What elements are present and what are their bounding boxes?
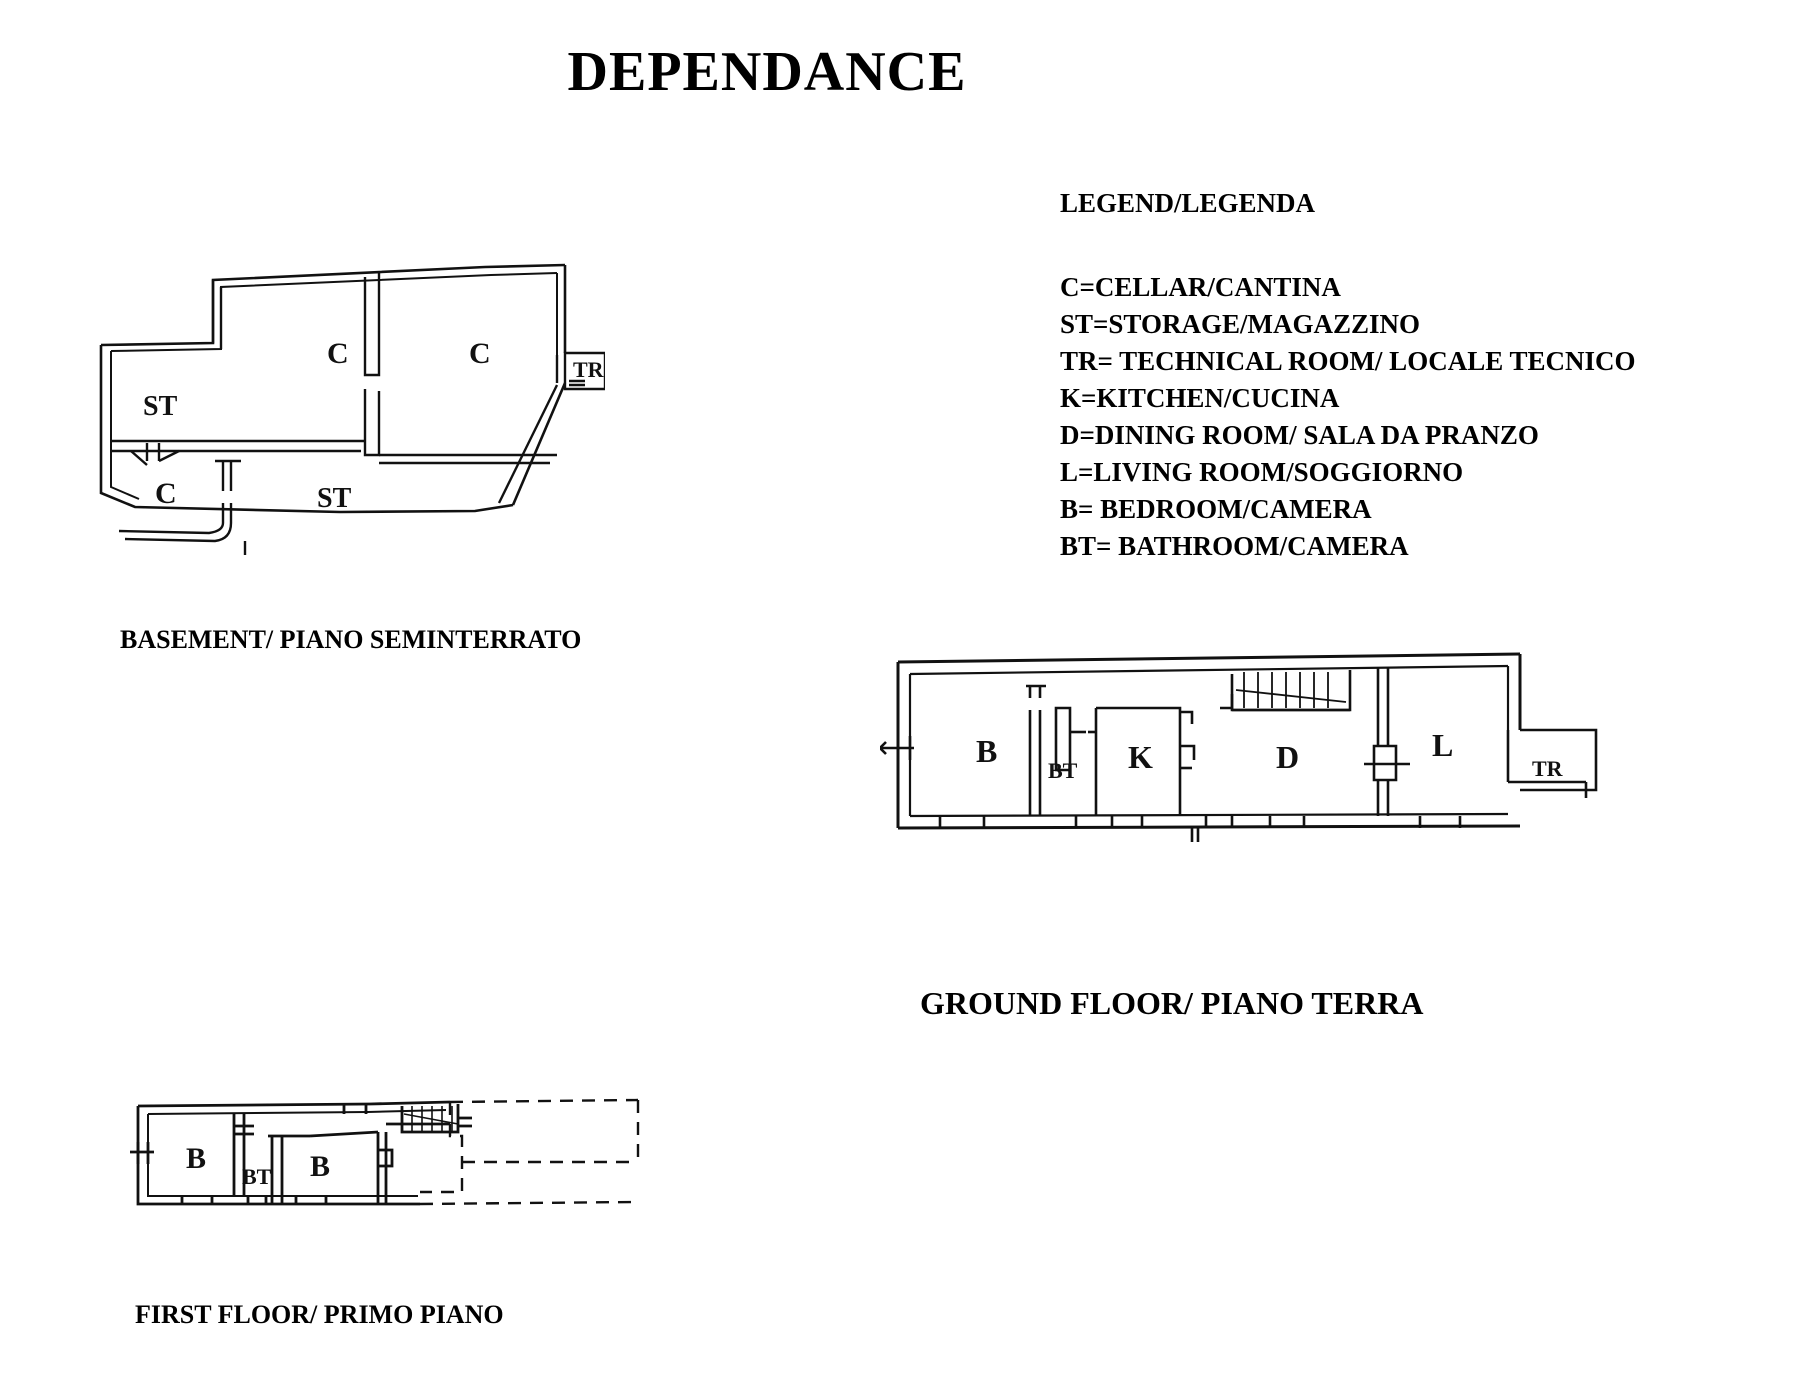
legend-item-bathroom: BT= BATHROOM/CAMERA xyxy=(1060,531,1409,561)
ground-label-b: B xyxy=(976,733,997,769)
first-plan-drawing: B BT B xyxy=(130,1098,640,1206)
ground-label-d: D xyxy=(1276,739,1299,775)
ground-floorplan: B BT K D L TR xyxy=(880,650,1600,860)
first-floorplan: B BT B xyxy=(130,1080,650,1230)
basement-label-c-upper-left: C xyxy=(327,337,349,370)
basement-floorplan: C C ST C ST TR xyxy=(95,255,605,565)
legend-item-technical: TR= TECHNICAL ROOM/ LOCALE TECNICO xyxy=(1060,346,1636,376)
legend-heading: LEGEND/LEGENDA xyxy=(1060,188,1316,218)
basement-label-c-lower: C xyxy=(155,477,177,510)
basement-label-tr: TR xyxy=(573,357,605,382)
ground-caption: GROUND FLOOR/ PIANO TERRA xyxy=(920,985,1424,1021)
basement-plan-drawing: C C ST C ST TR xyxy=(99,263,605,555)
legend-item-kitchen: K=KITCHEN/CUCINA xyxy=(1060,383,1340,413)
first-label-b-left: B xyxy=(186,1142,206,1175)
legend-item-storage: ST=STORAGE/MAGAZZINO xyxy=(1060,309,1420,339)
page-title-text: DEPENDANCE xyxy=(567,41,967,103)
legend-item-dining: D=DINING ROOM/ SALA DA PRANZO xyxy=(1060,420,1539,450)
basement-label-c-upper-right: C xyxy=(469,337,491,370)
first-caption: FIRST FLOOR/ PRIMO PIANO xyxy=(135,1300,504,1329)
ground-label-k: K xyxy=(1128,739,1153,775)
page-title: DEPENDANCE xyxy=(0,40,1798,104)
legend-item-bedroom: B= BEDROOM/CAMERA xyxy=(1060,494,1372,524)
ground-plan-drawing: B BT K D L TR xyxy=(880,652,1598,842)
basement-label-st-upper: ST xyxy=(143,391,178,422)
ground-label-bt: BT xyxy=(1048,758,1078,783)
first-label-bt: BT xyxy=(242,1164,272,1189)
legend-block: LEGEND/LEGENDA C=CELLAR/CANTINA ST=STORA… xyxy=(1060,185,1636,565)
ground-label-tr: TR xyxy=(1532,756,1564,781)
basement-caption: BASEMENT/ PIANO SEMINTERRATO xyxy=(120,625,582,654)
basement-label-st-lower: ST xyxy=(317,483,352,514)
legend-item-living: L=LIVING ROOM/SOGGIORNO xyxy=(1060,457,1464,487)
ground-label-l: L xyxy=(1432,727,1453,763)
first-label-b-right: B xyxy=(310,1150,330,1183)
legend-item-cellar: C=CELLAR/CANTINA xyxy=(1060,272,1341,302)
